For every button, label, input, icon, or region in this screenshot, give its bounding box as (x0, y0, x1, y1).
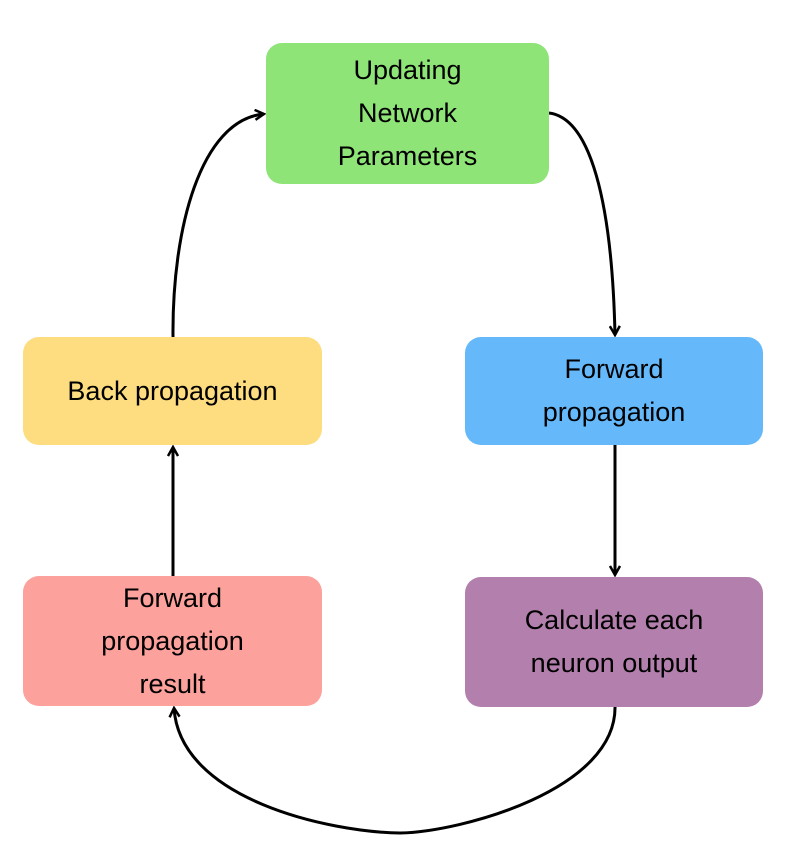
node-updating-network-parameters: Updating Network Parameters (266, 43, 549, 184)
edge-neuron-to-fpresult (174, 704, 617, 835)
node-calculate-neuron-output: Calculate each neuron output (465, 577, 763, 707)
edge-backprop-to-update (171, 114, 264, 338)
edge-update-to-forward (548, 111, 615, 335)
node-forward-propagation-result: Forward propagation result (23, 576, 322, 706)
node-back-propagation: Back propagation (23, 337, 322, 445)
node-forward-propagation: Forward propagation (465, 337, 763, 445)
